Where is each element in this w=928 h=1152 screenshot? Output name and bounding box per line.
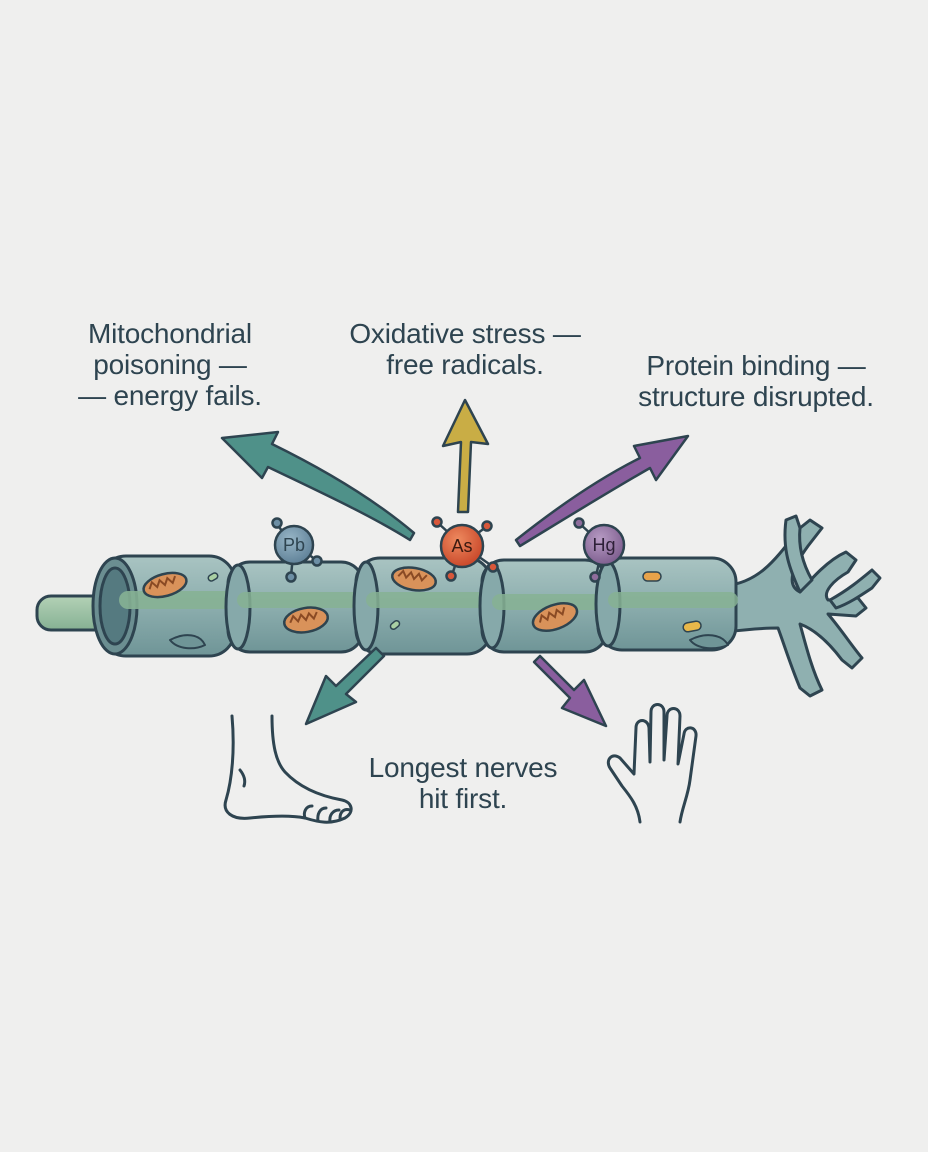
- mitochondrion-icon: [282, 606, 330, 634]
- myelin-segment-5: [594, 556, 738, 652]
- arrow-oxidative: [441, 398, 490, 514]
- hand-icon: [606, 703, 698, 824]
- ion-lead-symbol: Pb: [283, 535, 305, 555]
- myelin-segment-4: [478, 558, 613, 654]
- ion-lead: Pb: [271, 517, 323, 583]
- foot-icon: [223, 714, 353, 824]
- vesicles: [207, 571, 702, 633]
- ion-mercury-symbol: Hg: [592, 535, 615, 555]
- label-oxidative: Oxidative stress — free radicals.: [349, 318, 581, 380]
- mitochondrion-icon: [531, 602, 579, 632]
- arrows: [220, 398, 690, 728]
- mitochondrion-icon: [391, 566, 437, 592]
- arrow-mitochondrial: [220, 430, 416, 542]
- label-protein: Protein binding — structure disrupted.: [638, 350, 874, 412]
- ion-arsenic-symbol: As: [451, 536, 472, 556]
- arrow-foot: [304, 646, 386, 726]
- arrow-hand: [532, 654, 608, 728]
- myelin-segment-1: [91, 554, 244, 658]
- mitochondria: [142, 566, 579, 634]
- ion-mercury: Hg: [573, 517, 626, 583]
- myelin-segment-2: [224, 560, 368, 654]
- arrow-protein: [514, 434, 690, 548]
- label-mitochondrial: Mitochondrial poisoning — — energy fails…: [78, 318, 262, 411]
- label-longest-nerves: Longest nerves hit first.: [368, 752, 558, 814]
- dendrite-icon: [723, 514, 882, 698]
- ion-arsenic: As: [431, 516, 499, 582]
- axon: [35, 514, 882, 698]
- mitochondrion-icon: [142, 571, 188, 599]
